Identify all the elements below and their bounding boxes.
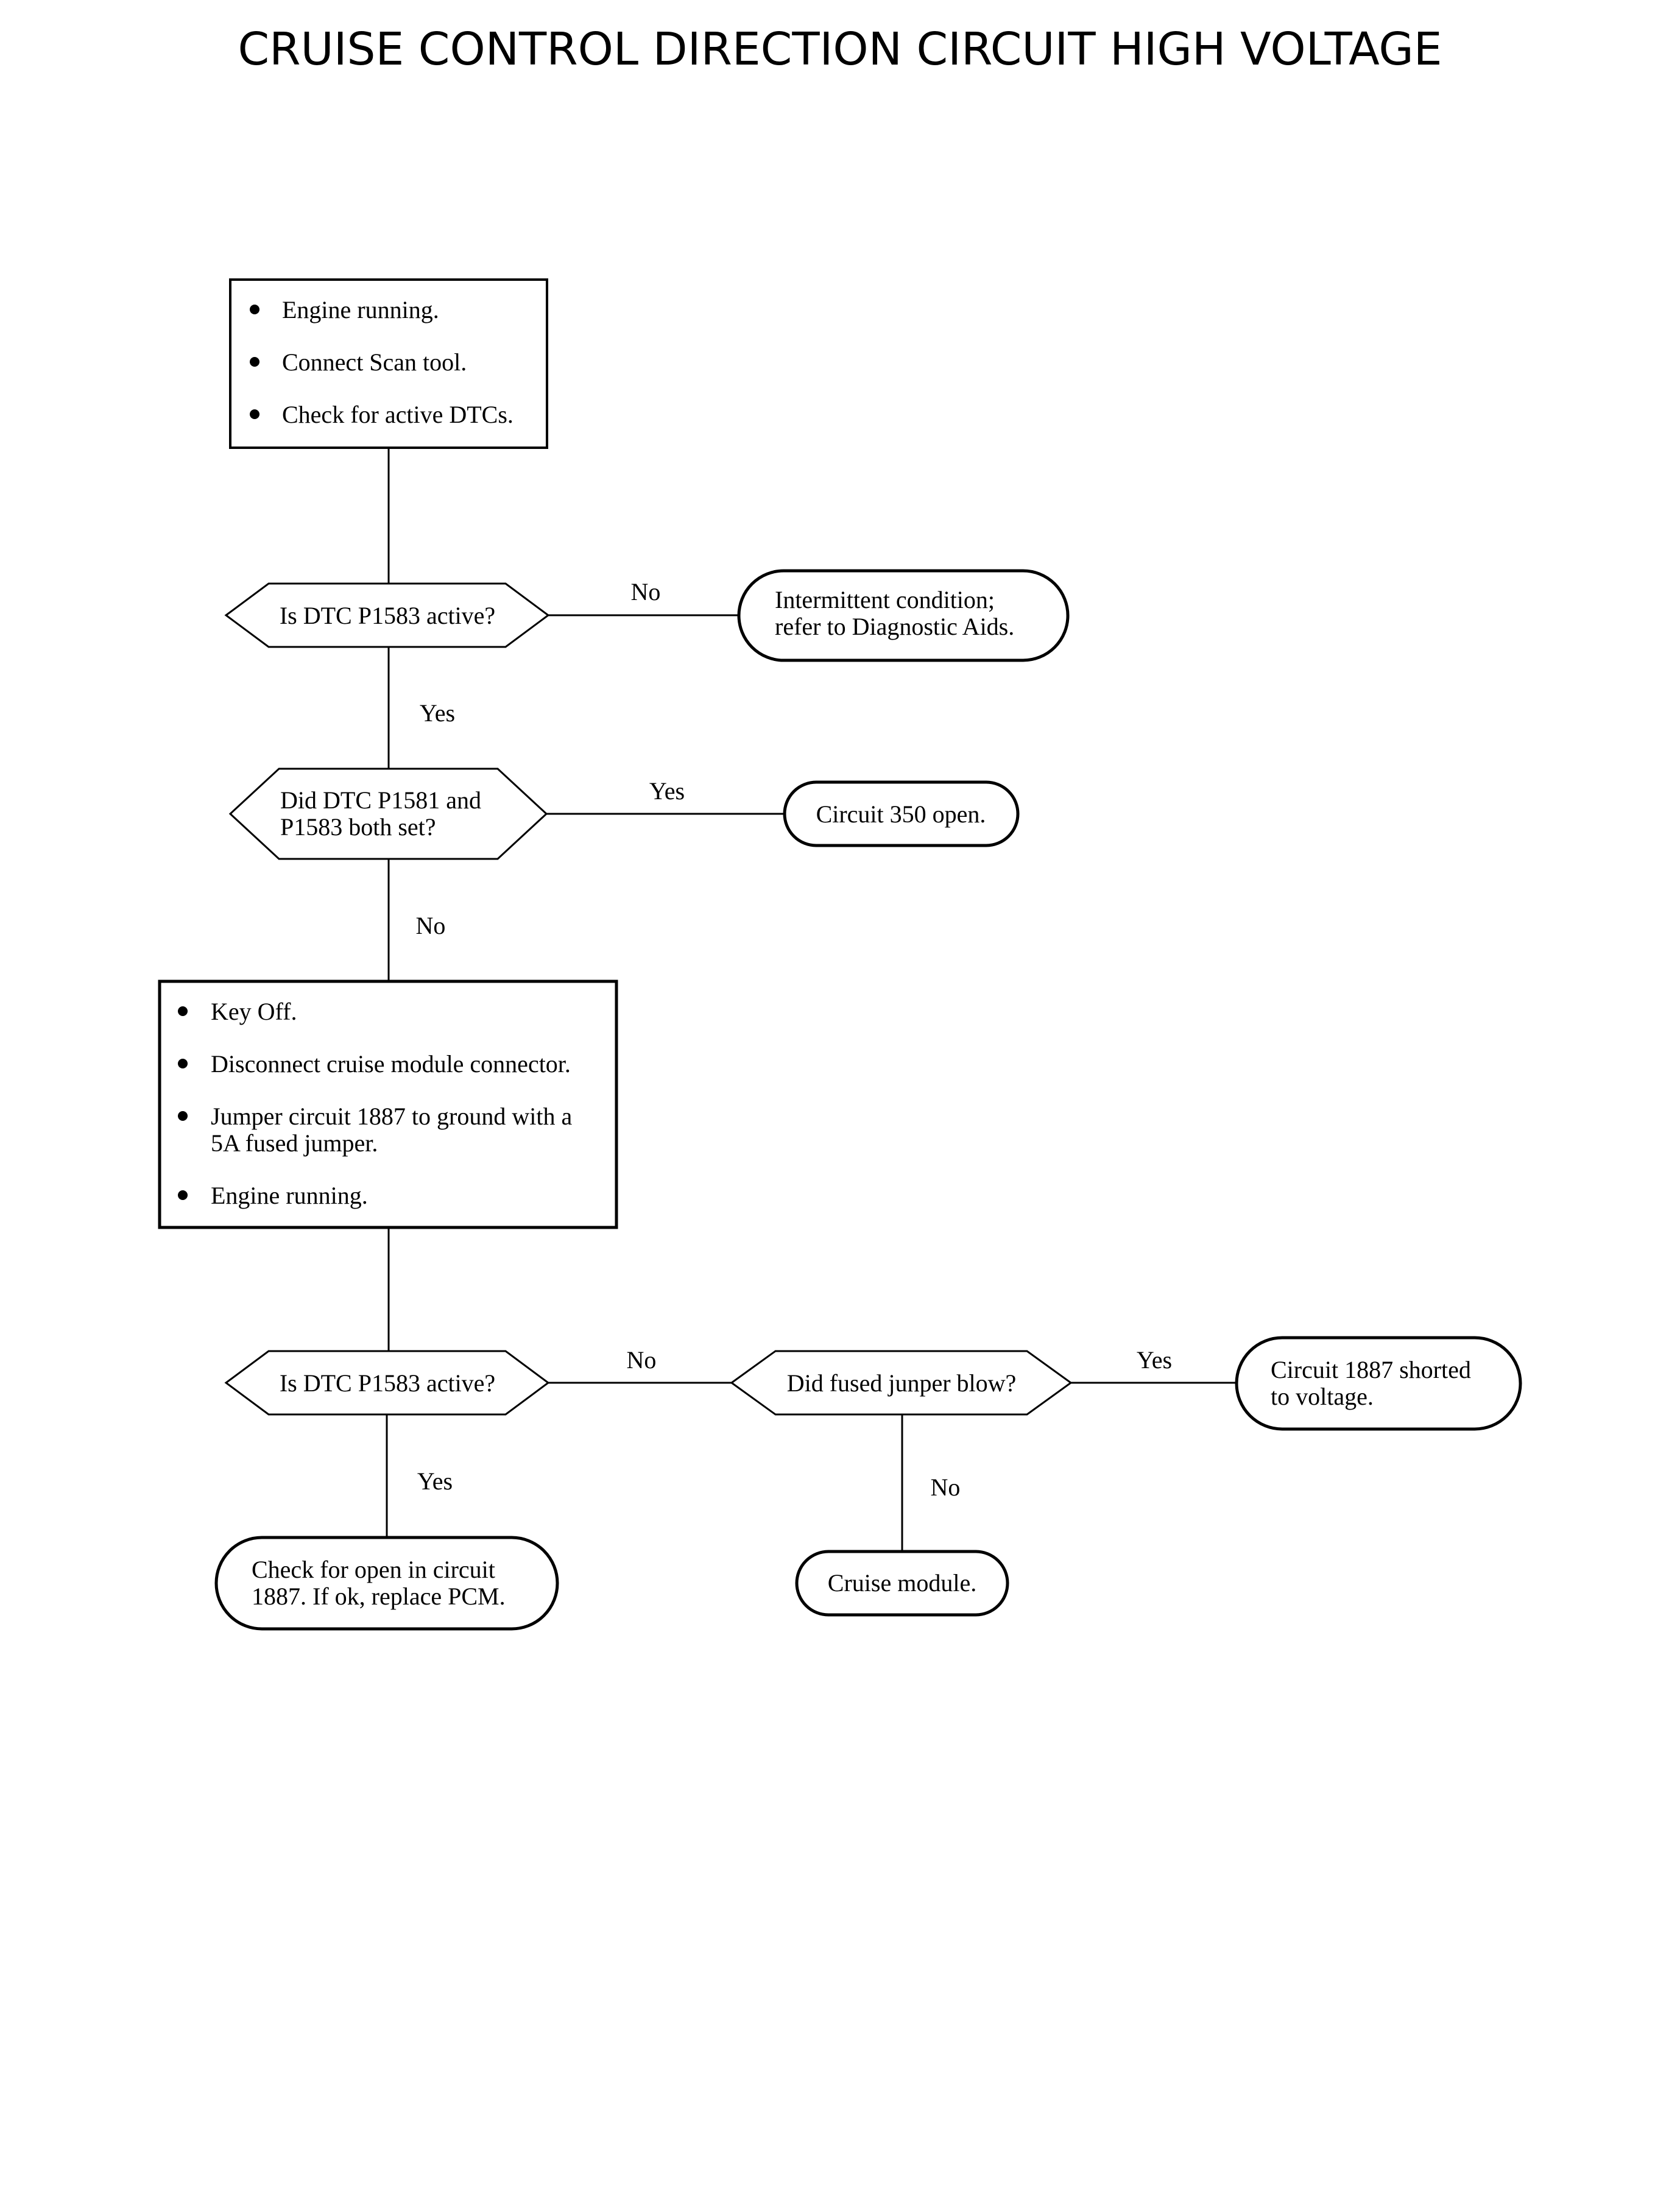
edge-label-no: No	[631, 578, 661, 605]
bullet-text: Connect Scan tool.	[282, 348, 467, 376]
bullet-text: Key Off.	[211, 998, 297, 1025]
bullet-icon	[250, 305, 259, 314]
bullet-text: Disconnect cruise module connector.	[211, 1050, 571, 1078]
process-box-outline	[229, 278, 548, 449]
terminal-outline	[795, 1550, 1009, 1617]
bullet-icon	[250, 357, 259, 367]
edge-label-yes: Yes	[417, 1467, 453, 1495]
terminal-text: Intermittent condition;refer to Diagnost…	[775, 586, 1014, 640]
page-title: CRUISE CONTROL DIRECTION CIRCUIT HIGH VO…	[238, 23, 1442, 76]
decision-outline	[224, 1350, 550, 1416]
node-decision-1: Is DTC P1583 active?	[224, 582, 550, 648]
node-end-circuit-350: Circuit 350 open.	[783, 780, 1020, 847]
bullet-text: Engine running.	[282, 296, 439, 323]
node-start-box: Engine running. Connect Scan tool. Check f…	[229, 278, 548, 449]
edge-label-no: No	[416, 912, 446, 939]
terminal-outline	[214, 1536, 559, 1631]
decision-text: Did fused junper blow?	[787, 1369, 1017, 1397]
bullet-text: Engine running.	[211, 1182, 368, 1209]
decision-outline	[224, 582, 550, 648]
bullet-text: Check for active DTCs.	[282, 401, 514, 428]
node-end-cruise-module: Cruise module.	[795, 1550, 1009, 1617]
terminal-outline	[1235, 1336, 1522, 1431]
terminal-outline	[783, 780, 1020, 847]
node-process-box-2: Key Off. Disconnect cruise module connect…	[158, 980, 618, 1229]
terminal-outline	[737, 569, 1070, 662]
edge-label-yes: Yes	[649, 777, 685, 805]
edge-label-yes: Yes	[1137, 1346, 1172, 1374]
bullet-icon	[178, 1111, 188, 1121]
process-box-outline	[158, 980, 618, 1229]
bullet-icon	[178, 1190, 188, 1200]
bullet-icon	[250, 409, 259, 419]
node-decision-3: Is DTC P1583 active?	[224, 1350, 550, 1416]
edge-label-no: No	[931, 1474, 961, 1501]
decision-text: Is DTC P1583 active?	[280, 1369, 495, 1397]
decision-outline	[730, 1350, 1073, 1416]
terminal-text: Cruise module.	[828, 1569, 976, 1597]
node-end-intermittent: Intermittent condition;refer to Diagnost…	[737, 569, 1070, 662]
bullet-icon	[178, 1059, 188, 1068]
bullet-icon	[178, 1006, 188, 1016]
node-decision-4: Did fused junper blow?	[730, 1350, 1073, 1416]
decision-text: Is DTC P1583 active?	[280, 602, 495, 629]
edge-label-yes: Yes	[420, 699, 455, 727]
terminal-text: Circuit 350 open.	[816, 800, 986, 828]
decision-outline	[228, 768, 548, 860]
edge-label-no: No	[627, 1346, 657, 1374]
